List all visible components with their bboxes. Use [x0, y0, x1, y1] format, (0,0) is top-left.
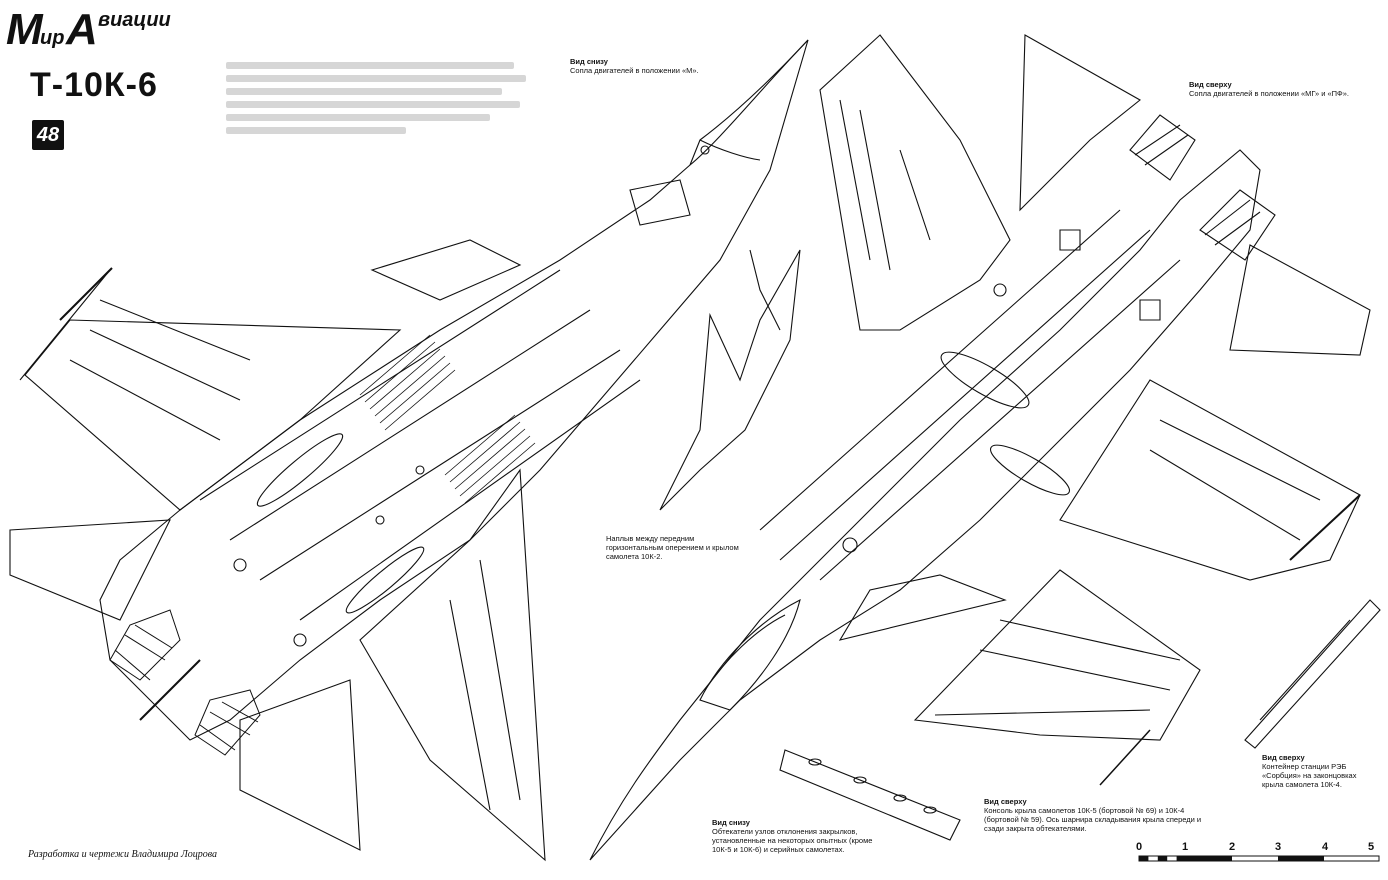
bottom-view-aircraft: [9, 39, 809, 862]
logo-a: А: [65, 5, 98, 50]
caption-text: Консоль крыла самолетов 10К-5 (бортовой …: [984, 806, 1202, 833]
caption-top-view-nozzles: Вид сверху Сопла двигателей в положении …: [1189, 80, 1359, 98]
credit-line: Разработка и чертежи Владимира Лоцрова: [28, 849, 218, 860]
caption-top-view-pod: Вид сверху Контейнер станции РЭБ «Сорбци…: [1262, 753, 1372, 789]
caption-lerx: Наплыв между передним горизонтальным опе…: [606, 534, 744, 561]
caption-bottom-view-flaps: Вид снизу Обтекатели узлов отклонения за…: [712, 818, 892, 854]
caption-bottom-view-nozzles: Вид снизу Сопла двигателей в положении «…: [570, 57, 740, 75]
flap-fairing-detail: [779, 749, 961, 841]
caption-text: Сопла двигателей в положении «МГ» и «ПФ»…: [1189, 89, 1350, 98]
scale-tick-label: 4: [1322, 841, 1329, 853]
top-view-aircraft: [589, 34, 1371, 861]
caption-text: Обтекатели узлов отклонения закрылков, у…: [712, 827, 873, 854]
scale-bar: 0 1 2 3 4 5: [1136, 841, 1380, 862]
scale-tick-label: 0: [1136, 841, 1142, 853]
scale-bar-segments: [1138, 855, 1380, 862]
caption-text: Контейнер станции РЭБ «Сорбция» на закон…: [1262, 762, 1357, 789]
lerx-detail: [659, 249, 801, 511]
ecm-pod-detail: [1244, 599, 1381, 749]
caption-top-view-wing: Вид сверху Консоль крыла самолетов 10К-5…: [984, 797, 1214, 833]
caption-heading: Вид снизу: [712, 818, 750, 827]
wing-console-detail: [913, 569, 1201, 741]
scale-badge: 48: [32, 120, 64, 150]
logo-ir: ир: [40, 27, 64, 49]
scale-tick-label: 1: [1182, 841, 1188, 853]
caption-text: Наплыв между передним горизонтальным опе…: [606, 534, 739, 561]
intro-text-block: [226, 62, 526, 142]
page-title: Т-10К-6: [30, 66, 158, 104]
caption-heading: Вид сверху: [984, 797, 1027, 806]
caption-heading: Вид снизу: [570, 57, 608, 66]
magazine-logo: М ир А виации: [6, 5, 171, 50]
logo-m: М: [6, 5, 44, 50]
caption-heading: Вид сверху: [1262, 753, 1305, 762]
scale-tick-label: 3: [1275, 841, 1281, 853]
logo-viacii: виации: [98, 9, 171, 31]
caption-text: Сопла двигателей в положении «М».: [570, 66, 699, 75]
scale-tick-label: 5: [1368, 841, 1374, 853]
scale-tick-label: 2: [1229, 841, 1235, 853]
caption-heading: Вид сверху: [1189, 80, 1232, 89]
